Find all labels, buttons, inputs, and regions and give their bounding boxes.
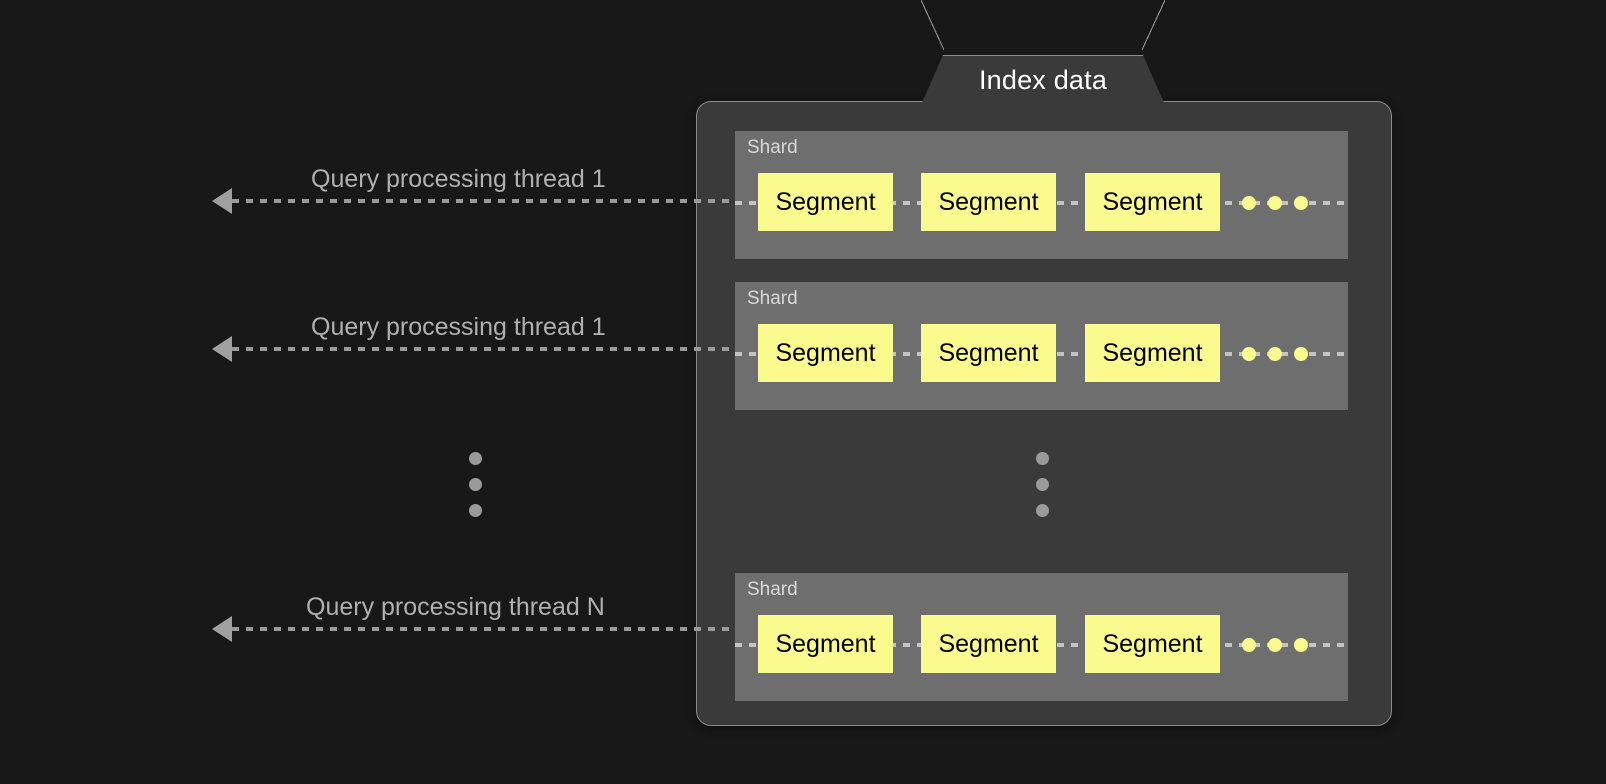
index-data-tab [921, 55, 1165, 105]
segment-ellipsis-dot-icon [1268, 347, 1282, 361]
thread-connector-line [232, 347, 752, 351]
shard-label: Shard [747, 579, 798, 600]
index-data-tab-mask [944, 99, 1142, 105]
segment-box: Segment [921, 615, 1056, 673]
segment-ellipsis-dot-icon [1294, 347, 1308, 361]
ellipsis-dot-icon [1036, 478, 1049, 491]
segment-ellipsis-dot-icon [1242, 638, 1256, 652]
segment-box: Segment [758, 324, 893, 382]
arrow-left-icon [212, 336, 232, 362]
segment-ellipsis-dot-icon [1294, 638, 1308, 652]
shard-label: Shard [747, 137, 798, 158]
ellipsis-dot-icon [1036, 452, 1049, 465]
segment-box: Segment [1085, 324, 1220, 382]
segment-ellipsis-dot-icon [1268, 638, 1282, 652]
shard-panel: Shard Segment Segment Segment [735, 282, 1348, 410]
query-thread-label: Query processing thread 1 [311, 313, 606, 341]
segment-ellipsis-dot-icon [1294, 196, 1308, 210]
index-data-title: Index data [978, 64, 1108, 95]
segment-box: Segment [921, 324, 1056, 382]
vertical-ellipsis-threads [469, 452, 482, 517]
segment-box: Segment [921, 173, 1056, 231]
segment-ellipsis-dot-icon [1242, 347, 1256, 361]
thread-connector-line [232, 627, 752, 631]
vertical-ellipsis-shards [1036, 452, 1049, 517]
index-data-tab-left-edge [921, 0, 944, 50]
shard-panel: Shard Segment Segment Segment [735, 573, 1348, 701]
ellipsis-dot-icon [1036, 504, 1049, 517]
segment-box: Segment [758, 615, 893, 673]
segment-ellipsis-dot-icon [1242, 196, 1256, 210]
segment-box: Segment [1085, 615, 1220, 673]
index-data-tab-right-edge [1142, 0, 1165, 50]
ellipsis-dot-icon [469, 478, 482, 491]
query-thread-label: Query processing thread 1 [311, 165, 606, 193]
shard-label: Shard [747, 288, 798, 309]
arrow-left-icon [212, 188, 232, 214]
ellipsis-dot-icon [469, 504, 482, 517]
shard-panel: Shard Segment Segment Segment [735, 131, 1348, 259]
ellipsis-dot-icon [469, 452, 482, 465]
thread-connector-line [232, 199, 752, 203]
segment-box: Segment [758, 173, 893, 231]
segment-ellipsis-dot-icon [1268, 196, 1282, 210]
arrow-left-icon [212, 616, 232, 642]
query-thread-label: Query processing thread N [306, 593, 605, 621]
segment-box: Segment [1085, 173, 1220, 231]
